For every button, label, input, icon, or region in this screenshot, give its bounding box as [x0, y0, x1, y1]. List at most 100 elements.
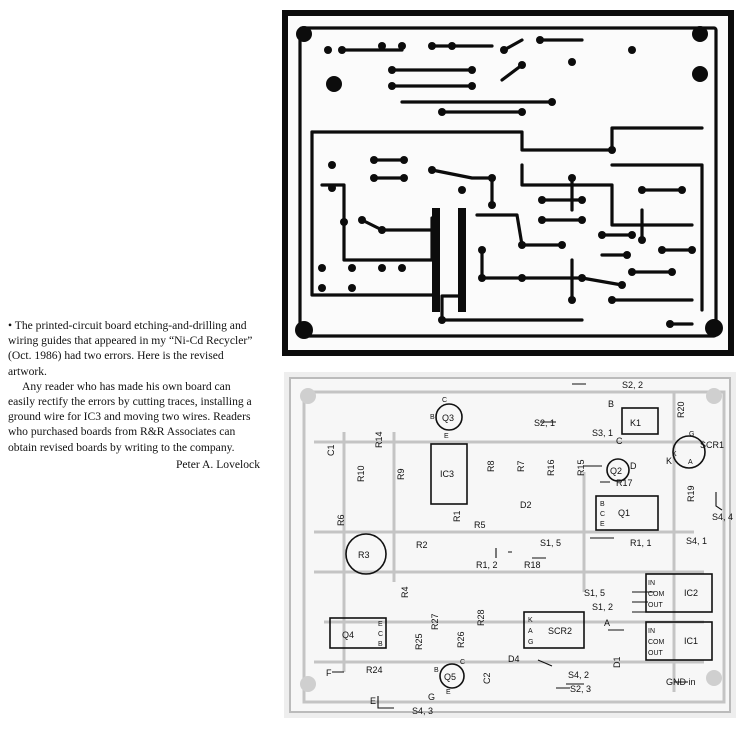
- label-com-1: COM: [648, 639, 665, 646]
- letter-signature: Peter A. Lovelock: [175, 457, 260, 471]
- label-r3: R3: [358, 550, 370, 560]
- label-s2-2: S2, 2: [622, 380, 643, 390]
- label-r18: R18: [524, 560, 541, 570]
- label-q4-c: C: [378, 631, 383, 638]
- label-q4-b: B: [378, 641, 383, 648]
- scr1-outline: [672, 435, 706, 469]
- label-gnd-in: GND in: [666, 677, 696, 687]
- label-scr1-a: A: [688, 459, 693, 466]
- q1-outline: [595, 495, 659, 531]
- label-pin-f: F: [326, 668, 332, 678]
- label-com-2: COM: [648, 591, 665, 598]
- r3-outline: [345, 533, 387, 575]
- label-pin-k: K: [666, 456, 672, 466]
- label-s4-2: S4, 2: [568, 670, 589, 680]
- label-s3-1: S3, 1: [592, 428, 613, 438]
- label-q1: Q1: [618, 508, 630, 518]
- label-q1-e: E: [600, 521, 605, 528]
- label-r15: R15: [576, 459, 586, 476]
- label-out-2: OUT: [648, 602, 664, 609]
- label-s1-5b: S1, 5: [584, 588, 605, 598]
- label-s4-3: S4, 3: [412, 706, 433, 716]
- label-r25: R25: [414, 633, 424, 650]
- label-scr1: SCR1: [700, 440, 724, 450]
- label-q3-b: B: [430, 414, 435, 421]
- label-c2: C2: [482, 672, 492, 684]
- label-pin-d: D: [630, 461, 637, 471]
- label-r10: R10: [356, 465, 366, 482]
- label-r1: R1: [452, 510, 462, 522]
- label-r24: R24: [366, 665, 383, 675]
- label-scr2-k: K: [528, 617, 533, 624]
- label-r5: R5: [474, 520, 486, 530]
- q3-outline: [435, 403, 463, 431]
- label-q4-e: E: [378, 621, 383, 628]
- label-q5-e: E: [446, 689, 451, 696]
- label-r7: R7: [516, 460, 526, 472]
- q5-outline: [439, 663, 465, 689]
- label-ic2: IC2: [684, 588, 698, 598]
- scr2-outline: [523, 611, 585, 649]
- label-d2: D2: [520, 500, 532, 510]
- label-pin-b: B: [608, 399, 614, 409]
- label-pin-g: G: [428, 692, 435, 702]
- q4-outline: [329, 617, 387, 649]
- q2-outline: [606, 458, 630, 482]
- label-c1: C1: [326, 444, 336, 456]
- label-q2: Q2: [610, 466, 622, 476]
- label-q3-e: E: [444, 433, 449, 440]
- label-pin-e: E: [370, 696, 376, 706]
- label-ic3: IC3: [440, 469, 454, 479]
- label-scr2-a: A: [528, 628, 533, 635]
- label-s4-1: S4, 1: [686, 536, 707, 546]
- label-ic1: IC1: [684, 636, 698, 646]
- label-q3: Q3: [442, 413, 454, 423]
- label-in-2: IN: [648, 580, 655, 587]
- label-d4: D4: [508, 654, 520, 664]
- ic1-outline: [645, 621, 713, 661]
- ic2-outline: [645, 573, 713, 613]
- label-s1-2: S1, 2: [592, 602, 613, 612]
- label-q3-c: C: [442, 397, 447, 404]
- label-r2: R2: [416, 540, 428, 550]
- label-r1-1: R1, 1: [630, 538, 652, 548]
- label-r4: R4: [400, 586, 410, 598]
- label-q4: Q4: [342, 630, 354, 640]
- letter-paragraph-1: • The printed-circuit board etching-and-…: [8, 319, 253, 378]
- label-k1: K1: [630, 418, 641, 428]
- label-r1-2: R1, 2: [476, 560, 498, 570]
- label-r9: R9: [396, 468, 406, 480]
- label-r28: R28: [476, 609, 486, 626]
- label-s4-4: S4, 4: [712, 512, 733, 522]
- label-pin-c: C: [616, 436, 623, 446]
- label-r20: R20: [676, 401, 686, 418]
- ic3-outline: [430, 443, 468, 505]
- parts-layout-diagram: Q3 IC3 Q2 K1 SCR1 Q1 R3 IC2 IC1 SCR2 Q4 …: [284, 372, 736, 718]
- label-r8: R8: [486, 460, 496, 472]
- label-scr1-g: G: [689, 431, 694, 438]
- label-q5-b: B: [434, 667, 439, 674]
- label-q5-c: C: [460, 659, 465, 666]
- label-r16: R16: [546, 459, 556, 476]
- label-s2-1: S2, 1: [534, 418, 555, 428]
- label-q1-b: B: [600, 501, 605, 508]
- label-r19: R19: [686, 485, 696, 502]
- label-scr2-g: G: [528, 639, 533, 646]
- label-in-1: IN: [648, 628, 655, 635]
- pcb-etching-pattern: [282, 10, 734, 356]
- label-r6: R6: [336, 514, 346, 526]
- label-scr2: SCR2: [548, 626, 572, 636]
- label-pin-a: A: [604, 618, 610, 628]
- letter: • The printed-circuit board etching-and-…: [8, 318, 260, 472]
- label-scr1-k: K: [672, 451, 677, 458]
- label-r17: R17: [616, 478, 633, 488]
- label-q5: Q5: [444, 672, 456, 682]
- label-q1-c: C: [600, 511, 605, 518]
- k1-outline: [621, 407, 659, 435]
- letter-paragraph-2: Any reader who has made his own board ca…: [8, 379, 252, 454]
- label-s2-3: S2, 3: [570, 684, 591, 694]
- label-d1: D1: [612, 656, 622, 668]
- label-out-1: OUT: [648, 650, 664, 657]
- label-r14: R14: [374, 431, 384, 448]
- label-r27: R27: [430, 613, 440, 630]
